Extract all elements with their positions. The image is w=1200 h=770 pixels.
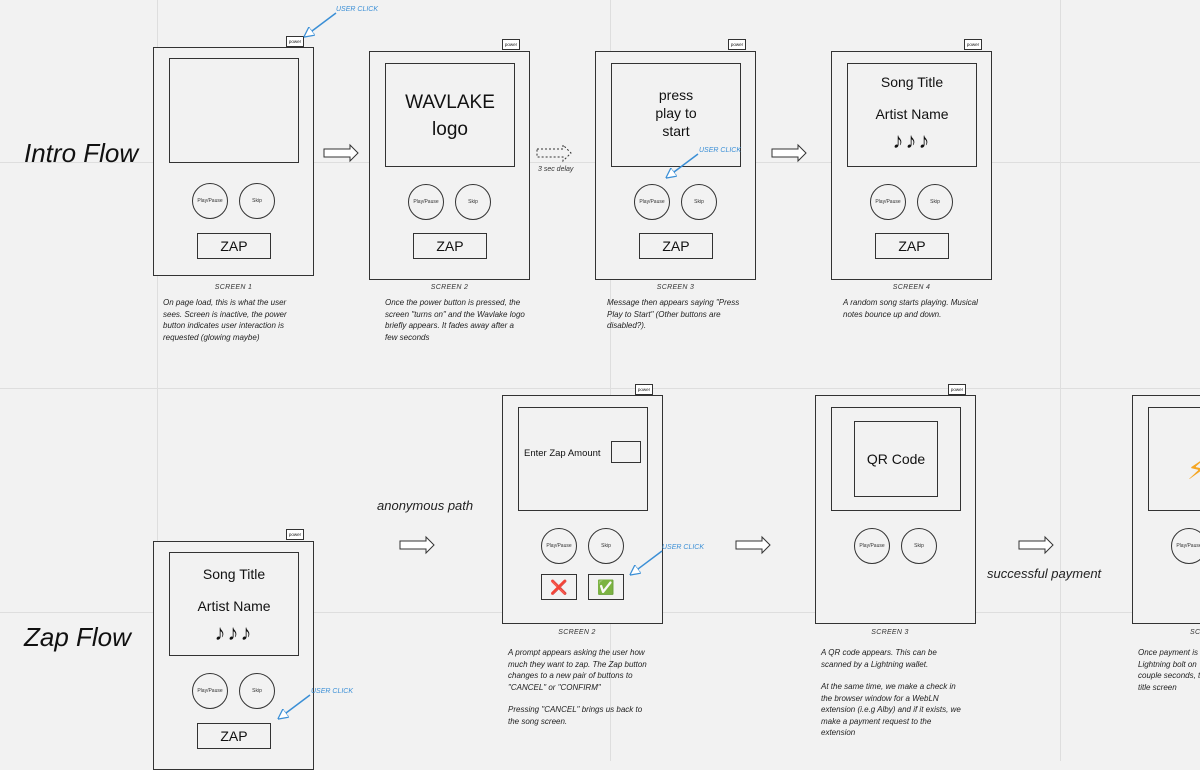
lightning-bolt-icon: ⚡ — [1187, 454, 1200, 485]
delay-label: 3 sec delay — [538, 166, 574, 173]
flow-arrow — [1018, 535, 1054, 555]
play-pause-button[interactable]: Play/Pause — [870, 184, 906, 220]
play-pause-button[interactable]: Play/Pause — [192, 183, 228, 219]
power-button[interactable]: power — [502, 39, 520, 50]
grid-line — [1060, 0, 1061, 761]
device-screen — [169, 58, 299, 163]
successful-payment-label: successful payment — [987, 566, 1102, 581]
zap-button[interactable]: ZAP — [875, 233, 949, 259]
play-pause-button[interactable]: Play/Pause — [192, 673, 228, 709]
delay-arrow — [536, 143, 572, 163]
device-screen: Song Title Artist Name ♪♪♪ — [847, 63, 977, 167]
song-title: Song Title — [880, 74, 944, 90]
user-click-annotation: USER CLICK — [662, 544, 705, 551]
zap-button[interactable]: ZAP — [197, 233, 271, 259]
device-screen: ⚡ — [1148, 407, 1200, 511]
zap-screen4-device: ⚡ Play/Pause — [1132, 395, 1200, 624]
skip-button[interactable]: Skip — [901, 528, 937, 564]
music-notes-icon: ♪♪♪ — [214, 620, 254, 645]
user-click-annotation: USER CLICK — [336, 6, 379, 13]
zap-amount-prompt: Enter Zap Amount — [524, 448, 601, 459]
zap-screen3-caption: SCREEN 3 — [871, 629, 909, 636]
zap-screen2-caption: SCREEN 2 — [558, 629, 596, 636]
flow-arrow — [399, 535, 435, 555]
zap-button[interactable]: ZAP — [413, 233, 487, 259]
intro-flow-title: Intro Flow — [24, 138, 139, 168]
flow-arrow — [323, 143, 359, 163]
artist-name: Artist Name — [197, 598, 271, 614]
intro-screen2-desc: Once the power button is pressed, the sc… — [385, 298, 525, 342]
zap-amount-input[interactable] — [611, 441, 641, 463]
skip-button[interactable]: Skip — [681, 184, 717, 220]
user-click-pointer — [634, 550, 663, 572]
skip-button[interactable]: Skip — [455, 184, 491, 220]
zap-screen2-desc: A prompt appears asking the user how muc… — [508, 648, 647, 726]
intro-screen3-desc: Message then appears saying "Press Play … — [607, 298, 740, 330]
zap-screen3-desc: A QR code appears. This can be scanned b… — [821, 648, 961, 737]
user-click-pointer — [670, 153, 699, 175]
intro-screen3-device: press play to start Play/Pause Skip ZAP — [595, 51, 756, 280]
flow-arrow — [735, 535, 771, 555]
user-click-pointer — [282, 694, 311, 716]
intro-screen3-caption: SCREEN 3 — [656, 284, 695, 291]
zap-screen2-device: Enter Zap Amount Play/Pause Skip ❌ ✅ — [502, 395, 663, 624]
cancel-icon: ❌ — [550, 578, 568, 595]
skip-button[interactable]: Skip — [588, 528, 624, 564]
zap-screen4-caption: SC — [1190, 629, 1200, 636]
intro-screen2-caption: SCREEN 2 — [430, 284, 469, 291]
device-screen: press play to start — [611, 63, 741, 167]
skip-button[interactable]: Skip — [239, 183, 275, 219]
intro-screen4-desc: A random song starts playing. Musical no… — [843, 298, 978, 319]
intro-screen1-desc: On page load, this is what the user sees… — [163, 298, 287, 342]
intro-screen1-caption: SCREEN 1 — [214, 284, 253, 291]
user-click-annotation: USER CLICK — [311, 688, 354, 695]
grid-line — [610, 0, 611, 761]
play-pause-button[interactable]: Play/Pause — [854, 528, 890, 564]
grid-line — [157, 0, 158, 761]
wavlake-logo: WAVLAKE logo — [405, 92, 495, 140]
zap-screen4-desc: Once payment is Lightning bolt on couple… — [1138, 648, 1200, 692]
confirm-button[interactable]: ✅ — [588, 574, 624, 600]
zap-button[interactable]: ZAP — [197, 723, 271, 749]
flow-arrow — [771, 143, 807, 163]
confirm-icon: ✅ — [597, 578, 615, 595]
intro-screen4-caption: SCREEN 4 — [892, 284, 931, 291]
user-click-pointer — [308, 12, 337, 34]
anonymous-path-label: anonymous path — [377, 498, 474, 513]
power-button[interactable]: power — [948, 384, 966, 395]
power-button[interactable]: power — [286, 36, 304, 47]
power-button[interactable]: power — [964, 39, 982, 50]
zap-flow-title: Zap Flow — [24, 622, 131, 652]
qr-code[interactable]: QR Code — [854, 421, 938, 497]
play-pause-button[interactable]: Play/Pause — [1171, 528, 1200, 564]
play-pause-button[interactable]: Play/Pause — [408, 184, 444, 220]
user-click-annotation: USER CLICK — [699, 147, 742, 154]
play-pause-button[interactable]: Play/Pause — [634, 184, 670, 220]
press-play-message: press play to start — [655, 87, 697, 139]
intro-screen1-device: Play/Pause Skip ZAP — [153, 47, 314, 276]
device-screen: QR Code — [831, 407, 961, 511]
intro-screen2-device: WAVLAKE logo Play/Pause Skip ZAP — [369, 51, 530, 280]
power-button[interactable]: power — [728, 39, 746, 50]
artist-name: Artist Name — [875, 106, 949, 122]
skip-button[interactable]: Skip — [239, 673, 275, 709]
music-notes-icon: ♪♪♪ — [892, 128, 932, 153]
intro-screen4-device: Song Title Artist Name ♪♪♪ Play/Pause Sk… — [831, 51, 992, 280]
zap-screen3-device: QR Code Play/Pause Skip — [815, 395, 976, 624]
zap-button[interactable]: ZAP — [639, 233, 713, 259]
power-button[interactable]: power — [286, 529, 304, 540]
song-title: Song Title — [202, 566, 266, 582]
zap-screen1-device: Song Title Artist Name ♪♪♪ Play/Pause Sk… — [153, 541, 314, 770]
device-screen: WAVLAKE logo — [385, 63, 515, 167]
play-pause-button[interactable]: Play/Pause — [541, 528, 577, 564]
device-screen: Song Title Artist Name ♪♪♪ — [169, 552, 299, 656]
grid-line — [0, 388, 1200, 389]
power-button[interactable]: power — [635, 384, 653, 395]
skip-button[interactable]: Skip — [917, 184, 953, 220]
cancel-button[interactable]: ❌ — [541, 574, 577, 600]
device-screen: Enter Zap Amount — [518, 407, 648, 511]
qr-code-label: QR Code — [866, 451, 926, 467]
